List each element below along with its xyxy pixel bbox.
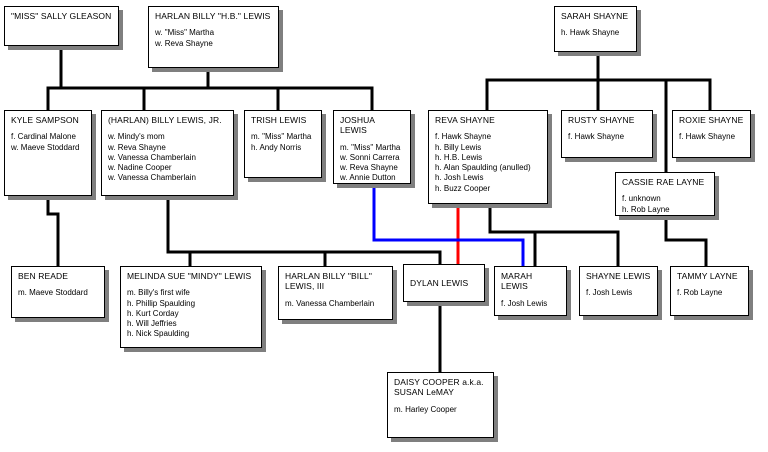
relation-line: w. Vanessa Chamberlain (108, 173, 196, 183)
relation-line: f. unknown (622, 194, 661, 204)
person-name: CASSIE RAE LAYNE (622, 177, 705, 187)
relation-line: m. Billy's first wife (127, 288, 190, 298)
relation-line: m. Maeve Stoddard (18, 288, 88, 298)
relation-line: m. Harley Cooper (394, 404, 457, 414)
person-name: MELINDA SUE "MINDY" LEWIS (127, 271, 252, 281)
person-name: BEN READE (18, 271, 69, 281)
person-name: KYLE SAMPSON (11, 115, 79, 125)
relation-line: w. Sonni Carrera (340, 152, 400, 162)
person-name: HARLAN BILLY "BILL" LEWIS, III (285, 271, 372, 292)
person-ben-reade: BEN READE m. Maeve Stoddard (11, 266, 105, 318)
relation-line: w. Reva Shayne (108, 142, 166, 152)
person-kyle-sampson: KYLE SAMPSON f. Cardinal Malone w. Maeve… (4, 110, 92, 196)
relation-line: w. Nadine Cooper (108, 163, 172, 173)
connector-hb-children (142, 66, 374, 112)
person-trish-lewis: TRISH LEWIS m. "Miss" Martha h. Andy Nor… (244, 110, 322, 178)
relation-line: h. Nick Spaulding (127, 329, 190, 339)
relation-line: w. Reva Shayne (155, 38, 213, 48)
person-cassie-rae-layne: CASSIE RAE LAYNE f. unknown h. Rob Layne (615, 172, 715, 216)
person-name: TAMMY LAYNE (677, 271, 738, 281)
connector-billyjr-children (166, 194, 442, 268)
connector-sally-children (46, 44, 146, 112)
connector-reva-children (488, 202, 620, 268)
relation-line: f. Josh Lewis (586, 288, 633, 298)
person-sarah-shayne: SARAH SHAYNE h. Hawk Shayne (554, 6, 637, 52)
connector-kyle-ben (46, 194, 60, 268)
relation-line: w. Mindy's mom (108, 132, 165, 142)
person-name: RUSTY SHAYNE (568, 115, 635, 125)
relation-line: h. Will Jeffries (127, 319, 177, 329)
relation-line: m. Vanessa Chamberlain (285, 298, 375, 308)
relation-line: h. Hawk Shayne (561, 28, 620, 38)
connector-sarah-children (485, 50, 712, 174)
person-roxie-shayne: ROXIE SHAYNE f. Hawk Shayne (672, 110, 751, 158)
person-name: HARLAN BILLY "H.B." LEWIS (155, 11, 271, 21)
relation-line: m. "Miss" Martha (340, 142, 401, 152)
person-name: SARAH SHAYNE (561, 11, 629, 21)
person-name: ROXIE SHAYNE (679, 115, 744, 125)
person-marah-lewis: MARAH LEWIS f. Josh Lewis (494, 266, 567, 316)
person-name: REVA SHAYNE (435, 115, 495, 125)
relation-line: w. Maeve Stoddard (11, 142, 80, 152)
relation-line: h. Kurt Corday (127, 308, 179, 318)
person-name: JOSHUA LEWIS (340, 115, 375, 136)
relation-line: h. Alan Spaulding (anulled) (435, 163, 531, 173)
person-name: DAISY COOPER a.k.a. SUSAN LeMAY (394, 377, 484, 398)
person-joshua-lewis: JOSHUA LEWIS m. "Miss" Martha w. Sonni C… (333, 110, 411, 184)
connector-cassie-tammy (664, 214, 708, 268)
relation-line: w. Reva Shayne (340, 163, 398, 173)
person-name: SHAYNE LEWIS (586, 271, 651, 281)
person-dylan-lewis: DYLAN LEWIS (403, 264, 485, 302)
relation-line: h. Buzz Cooper (435, 183, 491, 193)
connector-joshua-marah-blue (372, 184, 525, 266)
relation-line: h. H.B. Lewis (435, 152, 483, 162)
person-melinda-sue-mindy-lewis: MELINDA SUE "MINDY" LEWIS m. Billy's fir… (120, 266, 262, 348)
person-name: (HARLAN) BILLY LEWIS, JR. (108, 115, 222, 125)
person-billy-lewis-jr: (HARLAN) BILLY LEWIS, JR. w. Mindy's mom… (101, 110, 234, 196)
person-daisy-cooper: DAISY COOPER a.k.a. SUSAN LeMAY m. Harle… (387, 372, 494, 438)
person-name: MARAH LEWIS (501, 271, 533, 292)
relation-line: m. "Miss" Martha (251, 132, 312, 142)
person-rusty-shayne: RUSTY SHAYNE f. Hawk Shayne (561, 110, 653, 158)
relation-line: w. Annie Dutton (340, 173, 396, 183)
person-name: TRISH LEWIS (251, 115, 307, 125)
person-harlan-billy-bill-lewis-iii: HARLAN BILLY "BILL" LEWIS, III m. Vaness… (278, 266, 393, 320)
relation-line: h. Phillip Spaulding (127, 298, 196, 308)
person-harlan-hb-lewis: HARLAN BILLY "H.B." LEWIS w. "Miss" Mart… (148, 6, 279, 68)
person-shayne-lewis: SHAYNE LEWIS f. Josh Lewis (579, 266, 658, 316)
person-name: DYLAN LEWIS (410, 278, 469, 288)
relation-line: f. Rob Layne (677, 288, 723, 298)
relation-line: h. Andy Norris (251, 142, 302, 152)
relation-line: w. Vanessa Chamberlain (108, 152, 196, 162)
person-sally-gleason: "MISS" SALLY GLEASON (4, 6, 119, 46)
relation-line: f. Hawk Shayne (568, 132, 625, 142)
relation-line: h. Billy Lewis (435, 142, 482, 152)
relation-line: f. Cardinal Malone (11, 132, 76, 142)
relation-line: h. Josh Lewis (435, 173, 484, 183)
relation-line: f. Hawk Shayne (679, 132, 736, 142)
relation-line: h. Rob Layne (622, 204, 670, 214)
relation-line: f. Hawk Shayne (435, 132, 492, 142)
relation-line: f. Josh Lewis (501, 298, 548, 308)
person-tammy-layne: TAMMY LAYNE f. Rob Layne (670, 266, 749, 316)
person-name: "MISS" SALLY GLEASON (11, 11, 112, 21)
person-reva-shayne: REVA SHAYNE f. Hawk Shayne h. Billy Lewi… (428, 110, 548, 204)
relation-line: w. "Miss" Martha (155, 28, 215, 38)
